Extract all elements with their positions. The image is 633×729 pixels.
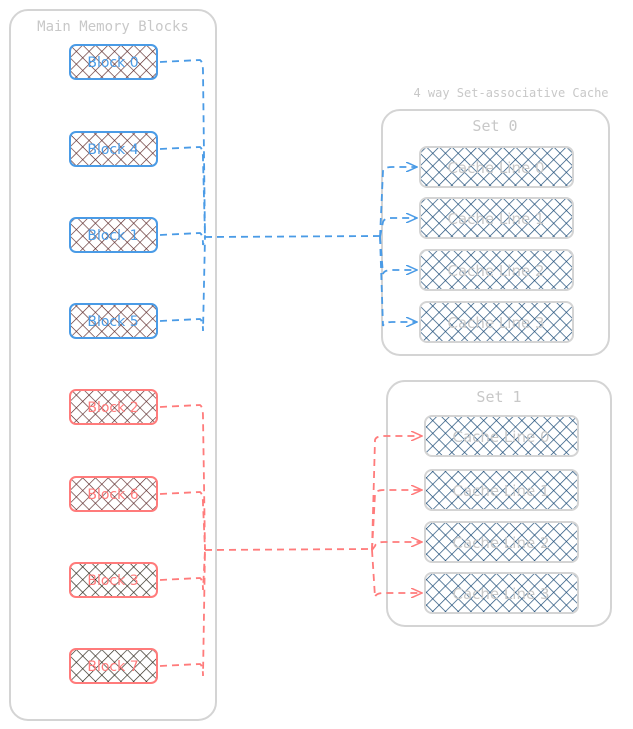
block-hatch [69,131,158,167]
arrow-set1-line1 [371,490,422,551]
connector-block-3 [159,549,206,591]
connector-block-6 [159,491,206,551]
cache-line-label: Cache Line 0 [448,159,545,177]
block-hatch [69,648,158,684]
connector-block-7 [159,549,206,677]
cache-line-label: Cache Line 3 [453,585,550,603]
set-container [381,109,610,356]
cache-line-box [424,572,579,614]
cache-line-3[interactable]: Cache Line 3 [419,301,574,343]
cache-line-label: Cache Line 1 [453,482,550,500]
cache-line-2[interactable]: Cache Line 2 [419,249,574,291]
block-label: Block 5 [87,314,138,330]
cache-line-box [424,469,579,511]
block-label: Block 3 [87,573,138,589]
block-hatch [69,389,158,425]
cache-title: 4 way Set-associative Cache [413,86,608,100]
set-container [386,380,612,627]
connector-block-4 [159,146,206,238]
arrow-set1-line3 [371,549,422,597]
memory-block-0[interactable]: Block 0 [69,44,158,80]
block-hatch [69,562,158,598]
main-memory-title: Main Memory Blocks [37,19,189,35]
cache-set-1: Set 1 Cache Line 0 Cache Line 1 Cache Line … [386,380,612,627]
block-label: Block 7 [87,659,138,675]
cache-line-2[interactable]: Cache Line 2 [424,521,579,563]
connector-block-5 [159,236,206,332]
block-label: Block 1 [87,228,138,244]
cache-line-0[interactable]: Cache Line 0 [424,415,579,457]
cache-line-label: Cache Line 3 [448,314,545,332]
cache-line-1[interactable]: Cache Line 1 [419,197,574,239]
block-label: Block 6 [87,487,138,503]
connector-trunk-set-0 [204,235,381,238]
set-label: Set 0 [472,117,517,135]
block-label: Block 0 [87,55,138,71]
cache-line-box [424,415,579,457]
main-memory-container [9,9,217,721]
arrow-set0-line1 [379,218,417,238]
arrow-set0-line2 [379,236,417,274]
memory-block-3[interactable]: Block 3 [69,562,158,598]
connector-block-1 [159,232,206,246]
memory-block-4[interactable]: Block 4 [69,131,158,167]
block-label: Block 4 [87,142,138,158]
cache-line-0[interactable]: Cache Line 0 [419,146,574,188]
arrow-set0-line0 [379,167,417,238]
memory-block-2[interactable]: Block 2 [69,389,158,425]
cache-line-3[interactable]: Cache Line 3 [424,572,579,614]
memory-block-1[interactable]: Block 1 [69,217,158,253]
connector-block-2 [159,404,206,551]
cache-line-label: Cache Line 2 [453,534,550,552]
cache-set-0: Set 0 Cache Line 0 Cache Line 1 Cache Line … [381,109,610,356]
block-hatch [69,44,158,80]
cache-line-box [424,521,579,563]
cache-line-box [419,301,574,343]
cache-line-box [419,146,574,188]
set-label: Set 1 [476,388,521,406]
memory-block-7[interactable]: Block 7 [69,648,158,684]
arrow-set0-line3 [379,236,417,326]
block-hatch [69,303,158,339]
memory-block-5[interactable]: Block 5 [69,303,158,339]
block-hatch [69,217,158,253]
arrow-set1-line2 [371,542,422,551]
connector-trunk-set-1 [204,548,373,551]
block-hatch [69,476,158,512]
arrow-set1-line0 [371,436,422,551]
connector-block-0 [159,59,206,238]
block-label: Block 2 [87,400,138,416]
cache-line-label: Cache Line 0 [453,428,550,446]
memory-block-6[interactable]: Block 6 [69,476,158,512]
cache-line-1[interactable]: Cache Line 1 [424,469,579,511]
cache-line-box [419,197,574,239]
cache-line-box [419,249,574,291]
cache-line-label: Cache Line 1 [448,210,545,228]
cache-line-label: Cache Line 2 [448,262,545,280]
